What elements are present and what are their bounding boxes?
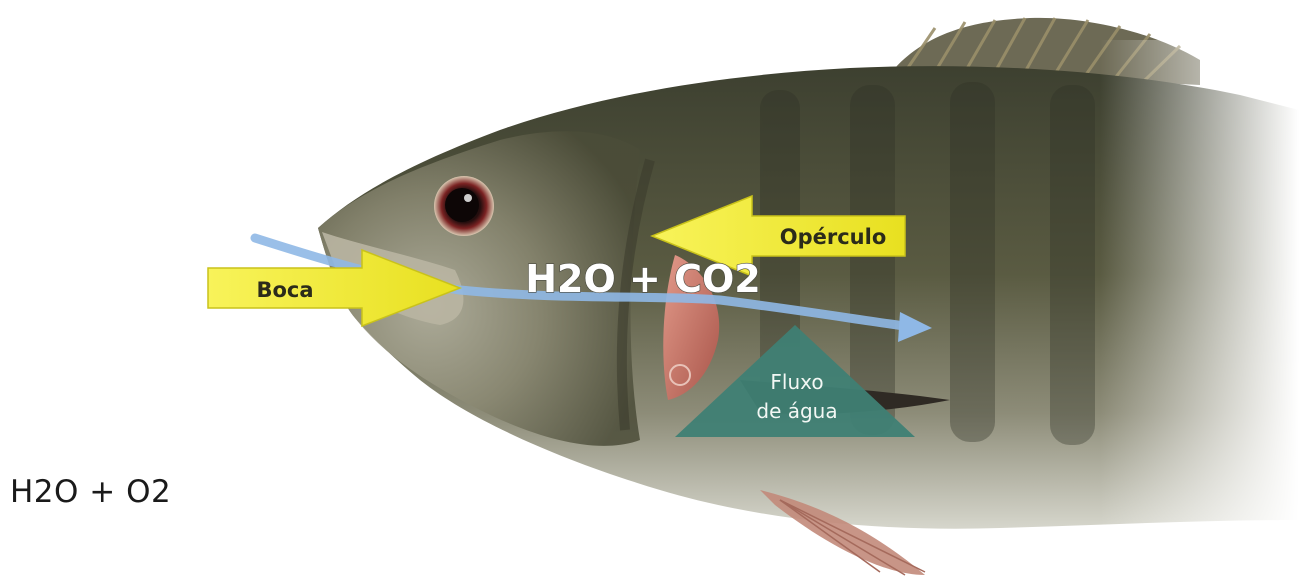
fish-eye	[434, 176, 494, 236]
mouth-label: Boca	[256, 278, 313, 302]
formula-out: H2O + CO2	[525, 257, 760, 301]
operculum-label: Opérculo	[780, 225, 887, 249]
formula-in: H2O + O2	[10, 474, 171, 510]
water-flow-label-line1: Fluxo	[770, 370, 823, 394]
water-flow-label-line2: de água	[756, 399, 837, 423]
